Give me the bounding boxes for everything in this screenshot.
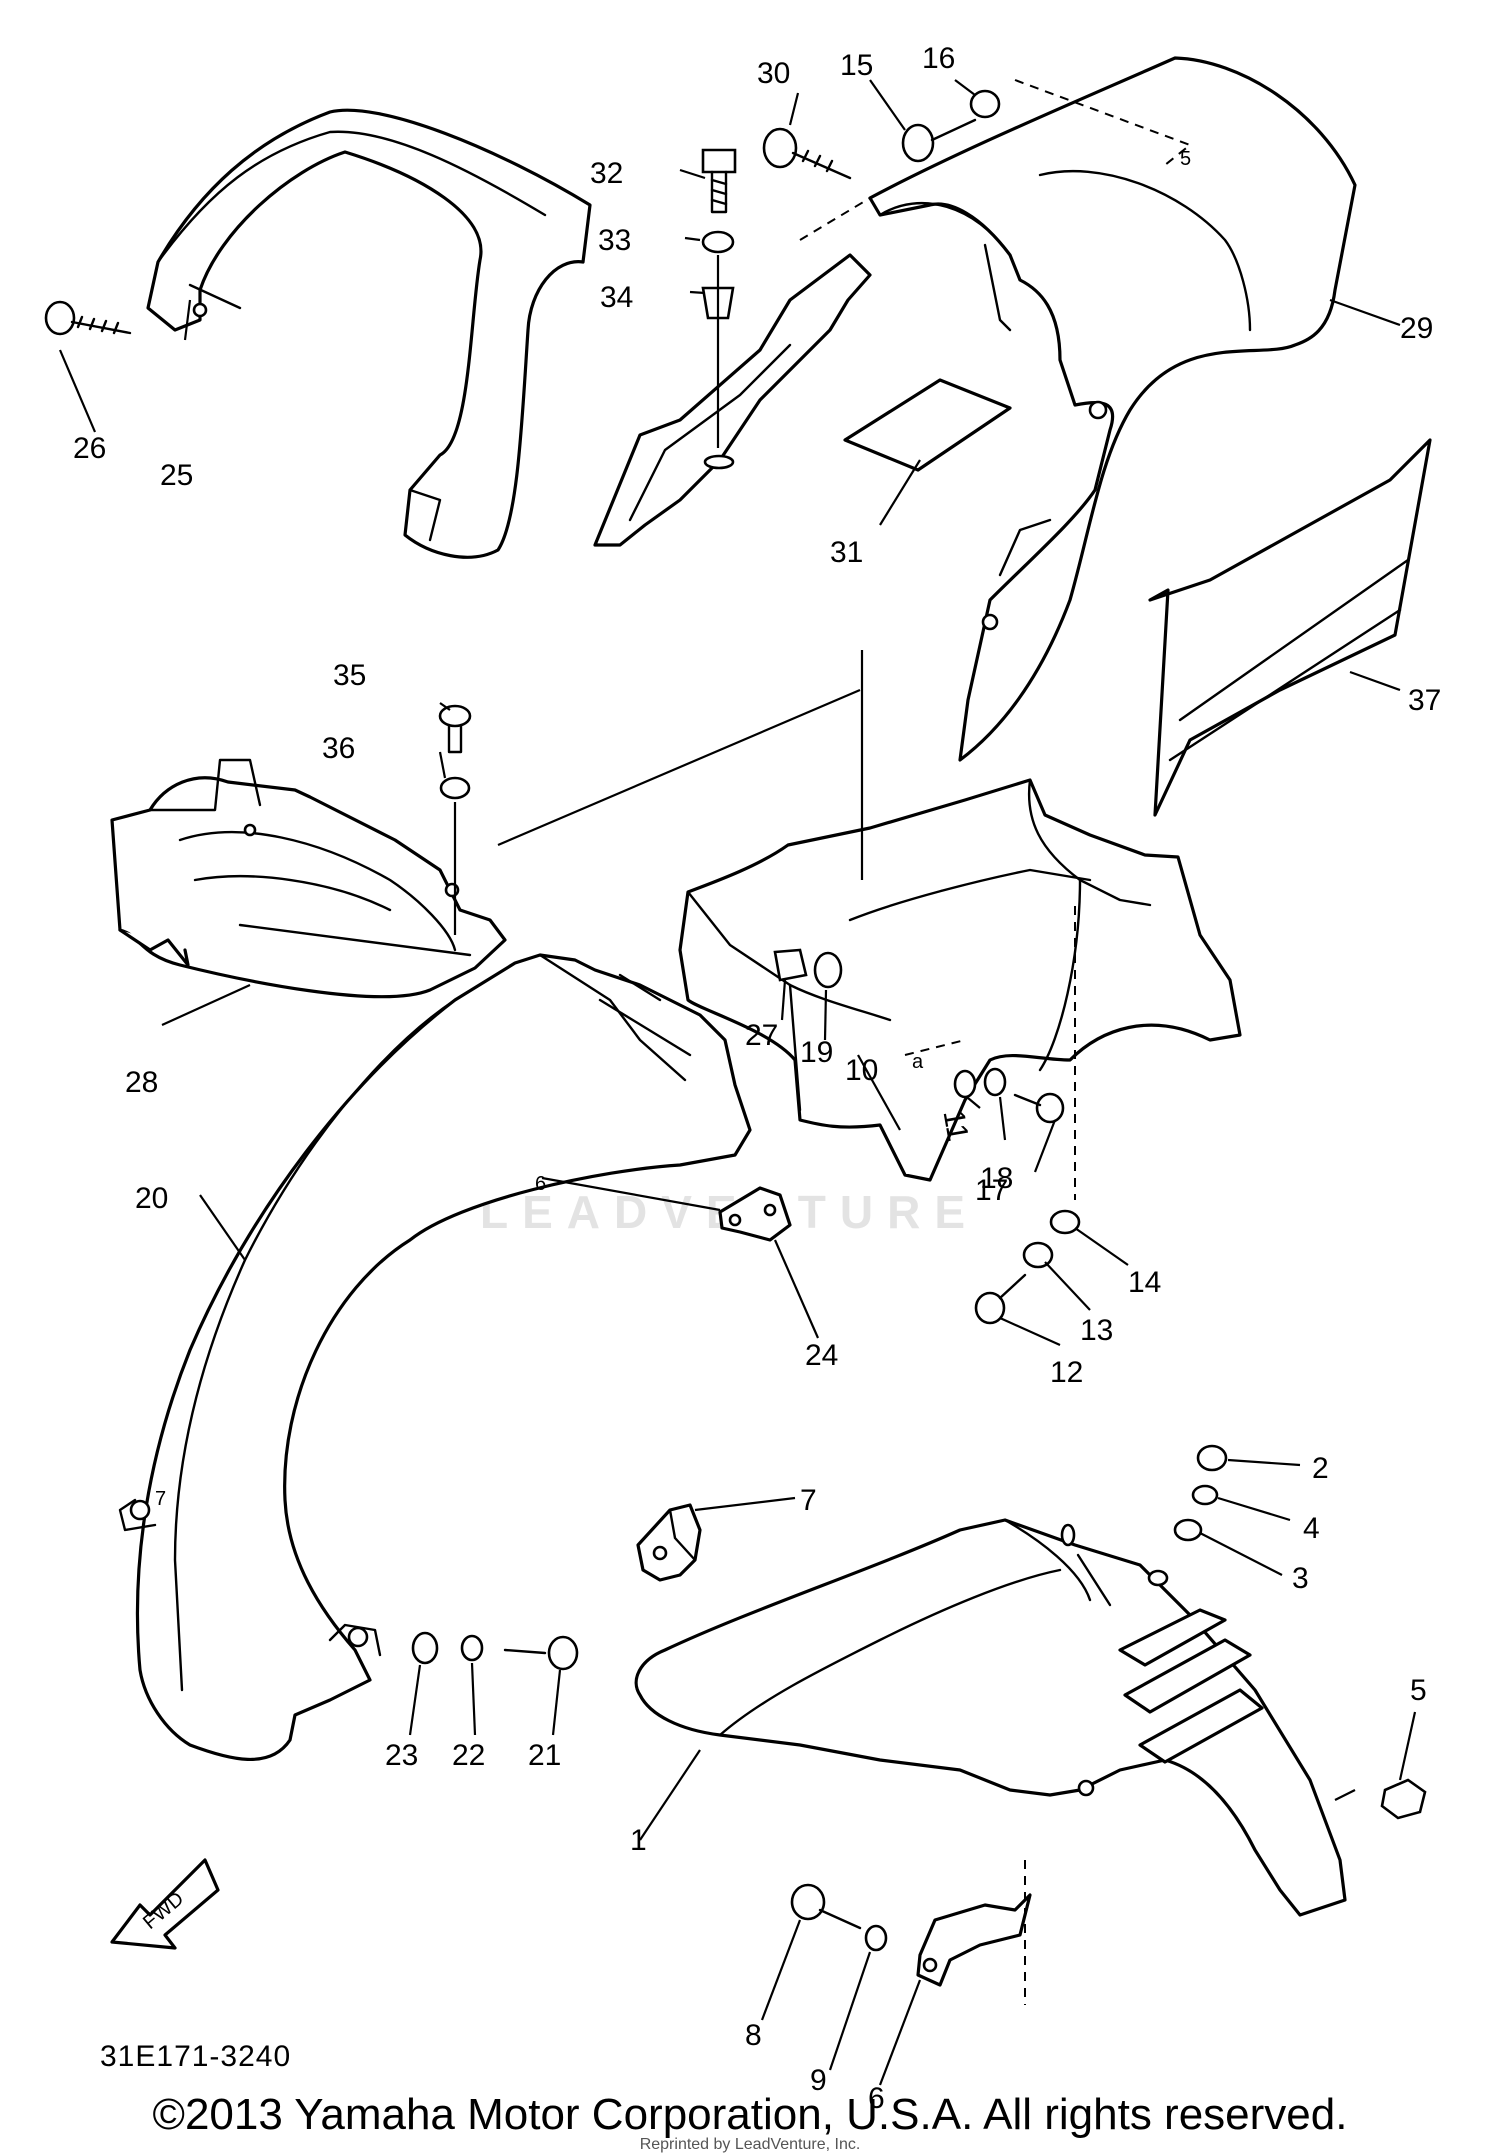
callout-28: 28 [125,1066,158,1099]
callout-32: 32 [590,157,623,190]
callout-9: 9 [810,2064,827,2097]
callout-20: 20 [135,1182,168,1215]
stay-bracket-part[interactable] [636,1503,702,1582]
diagram-code: 31E171-3240 [100,2040,292,2073]
inline-mark-7: 7 [155,1488,166,1510]
rear-fender-top-part[interactable] [678,778,1242,1182]
label-pad-part[interactable] [843,378,1012,472]
reprint-notice: Reprinted by LeadVenture, Inc. [639,2136,861,2153]
callout-6b: 6 [868,2082,885,2115]
washer-14-hw[interactable] [1049,1209,1081,1235]
callout-31: 31 [830,536,863,569]
callout-30: 30 [757,57,790,90]
washer-11-hw[interactable] [953,1069,977,1099]
callout-10: 10 [845,1054,878,1087]
callout-29: 29 [1400,312,1433,345]
nut-16-hw[interactable] [969,89,1001,119]
inline-mark-5: 5 [1180,148,1191,170]
callout-25: 25 [160,459,193,492]
callout-15: 15 [840,49,873,82]
construction-line [541,1176,721,1212]
grab-rail-part[interactable] [146,108,592,559]
bolt-32-hw[interactable] [701,148,737,214]
seat-bracket-part[interactable] [593,253,872,547]
bolt-15-hw[interactable] [901,118,977,163]
washer-22-hw[interactable] [460,1634,484,1662]
washer-4-hw[interactable] [1191,1484,1219,1506]
bolt-26-hw[interactable] [44,300,132,336]
callout-1: 1 [630,1824,647,1857]
washer-33-hw[interactable] [701,230,735,254]
callout-23: 23 [385,1739,418,1772]
callout-3: 3 [1292,1562,1309,1595]
callout-37: 37 [1408,684,1441,717]
inline-mark-6: 6 [535,1173,546,1195]
washer-36-hw[interactable] [439,776,471,800]
grommet-19-hw[interactable] [813,951,843,989]
construction-line [497,688,861,847]
construction-line [799,79,1193,241]
callout-18: 18 [980,1162,1013,1195]
tool-tray-part[interactable] [110,758,507,999]
callout-27: 27 [745,1019,778,1052]
callout-13: 13 [1080,1314,1113,1347]
washer-9-hw[interactable] [864,1924,888,1952]
callout-7: 7 [800,1484,817,1517]
callout-4: 4 [1303,1512,1320,1545]
collar-27-hw[interactable] [773,948,808,982]
washer-23-hw[interactable] [411,1631,439,1665]
bolt-8-hw[interactable] [790,1883,862,1930]
callout-17: 17 [975,1174,1008,1207]
callout-labels: 1 2 3 4 5 6 7 8 9 10 11 12 13 14 15 16 1… [73,42,1441,2115]
callout-12: 12 [1050,1356,1083,1389]
callout-2: 2 [1312,1452,1329,1485]
washer-13-hw[interactable] [1022,1241,1054,1269]
callout-26: 26 [73,432,106,465]
callout-34: 34 [600,281,633,314]
callout-36: 36 [322,732,355,765]
bolt-30-hw[interactable] [762,127,852,180]
rear-cowl-part[interactable] [868,56,1357,762]
washer-3-hw[interactable] [1173,1518,1203,1542]
bolt-17-hw[interactable] [1013,1092,1065,1124]
callout-8: 8 [745,2019,762,2052]
washer-18-hw[interactable] [983,1067,1007,1097]
bolt-21-hw[interactable] [503,1635,579,1671]
callout-21: 21 [528,1739,561,1772]
callout-24: 24 [805,1339,838,1372]
callout-11: 11 [937,1107,975,1143]
lower-stay-part[interactable] [916,1893,1032,1987]
callout-19: 19 [800,1036,833,1069]
leader-lines [58,79,1417,2086]
screw-35-hw[interactable] [438,704,472,754]
callout-14: 14 [1128,1266,1161,1299]
front-fender-part[interactable] [634,1518,1347,1917]
callout-33: 33 [598,224,631,257]
nut-5-hw[interactable] [1380,1778,1427,1820]
callout-35: 35 [333,659,366,692]
bracket-part[interactable] [718,1186,792,1242]
callout-16: 16 [922,42,955,75]
side-stripe-part[interactable] [1148,438,1432,817]
bolt-12-hw[interactable] [974,1273,1027,1325]
nut-2-hw[interactable] [1196,1444,1228,1472]
inline-mark-a: a [912,1051,924,1073]
rear-fender-part[interactable] [118,953,752,1762]
fwd-arrow-icon: FWD [110,1858,220,1950]
callout-5: 5 [1410,1674,1427,1707]
callout-22: 22 [452,1739,485,1772]
copyright-notice: ©2013 Yamaha Motor Corporation, U.S.A. A… [152,2090,1348,2139]
